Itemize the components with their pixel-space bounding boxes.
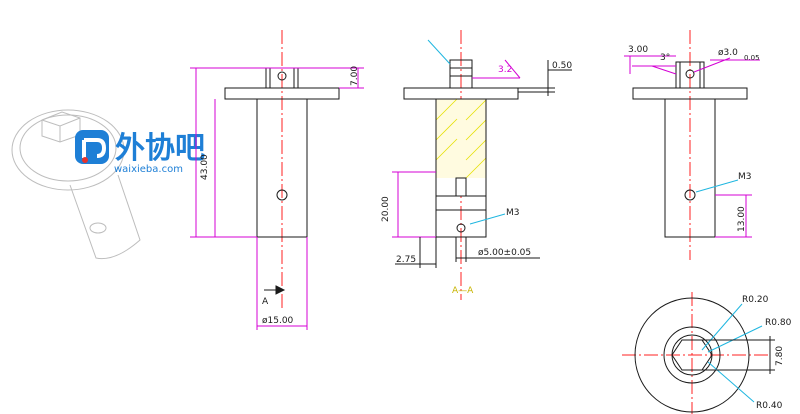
dim-slot-offset-label: 2.75 [396,255,416,265]
front-shaft [256,98,308,238]
logo-dot [82,157,88,163]
iso-flange-outline [11,109,125,191]
dim-bore-label: ø5.00±0.05 [478,248,531,258]
dim-total-height-label: 43.00 [200,154,210,180]
logo-name: 外协吧 [115,131,205,166]
side-head-hole [685,69,695,79]
dim-flange [518,60,572,96]
front-cross-hole [276,189,288,201]
iso-cross-hole [89,222,107,234]
section-thread-label: M3 [506,208,520,218]
radius-outer-label: R0.40 [756,401,783,411]
section-bore [456,223,466,233]
dim-hex-label: 7.80 [775,346,785,366]
section-shaft [435,98,487,238]
dim-top-height [266,67,364,89]
logo-url: waixieba.com [114,164,183,175]
section-hatch-fill [436,99,486,178]
iso-shaft-outline [69,174,141,260]
side-cross-hole [684,189,696,201]
dim-angle [632,65,677,75]
dim-hole-height [715,194,752,238]
dim-tolerance-label: 0.05 [744,54,760,62]
dim-total-height [190,67,266,238]
waixieba-logo[interactable]: 外协吧 waixieba.com [75,130,205,175]
dim-slot-offset [395,237,437,268]
section-thread-leader [469,213,506,225]
side-shaft [664,98,716,238]
logo-glyph [82,138,107,158]
radius-mid-label: R0.80 [765,318,792,328]
dim-width-label: 3.00 [628,45,648,55]
side-view: 3.00 3° ø3.0 0.05 M3 13.00 [624,30,760,260]
section-leader [427,39,451,65]
dim-slot-height [392,171,436,238]
side-thread-leader [695,179,739,193]
dim-small-diameter [693,57,760,73]
dim-collar-label: 3.2 [498,65,512,75]
iso-hex-edges [41,117,81,142]
bottom-mid-circle [663,326,721,384]
section-hatch [435,98,487,179]
dim-shaft-diameter [256,237,308,330]
dim-small-diameter-label: ø3.0 [718,48,738,58]
dim-flange-label: 0.50 [552,61,572,71]
dim-hex [702,336,775,374]
section-title: A—A [452,286,474,296]
bottom-leaders [701,303,763,403]
bottom-view: R0.20 R0.80 R0.40 7.80 [622,292,792,414]
dim-bore [455,237,540,262]
dim-width [624,55,676,74]
dim-angle-label: 3° [660,53,670,63]
iso-hex-head [41,111,81,143]
radius-inner-label: R0.20 [742,295,769,305]
side-thread-label: M3 [738,172,752,182]
section-slot [455,177,467,197]
section-marker: A [262,297,269,307]
dim-shaft-diameter-label: ø15.00 [262,316,294,326]
iso-flange-inner [19,114,117,182]
section-view: 3.2 0.50 20.00 M3 2.75 [381,30,572,300]
dim-hole-height-label: 13.00 [737,206,747,232]
dim-top-height-label: 7.00 [350,66,360,86]
dim-collar [472,59,521,79]
bottom-outer-circle [634,297,750,413]
front-head-hole [277,71,287,81]
dim-slot-height-label: 20.00 [381,196,391,222]
section-arrow [264,285,286,295]
front-view: 7.00 43.00 ø15.00 A [190,30,364,330]
